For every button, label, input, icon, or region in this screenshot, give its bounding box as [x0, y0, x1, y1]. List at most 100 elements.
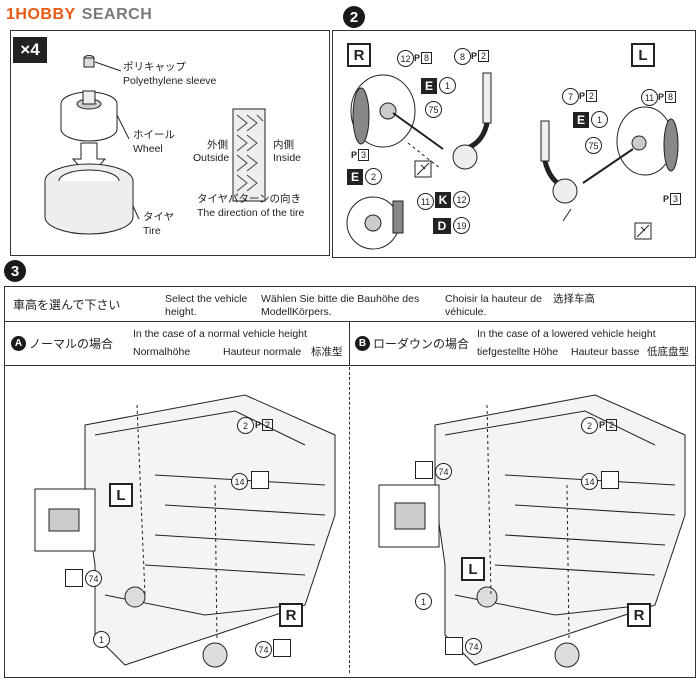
step-3-header	[5, 287, 695, 322]
sprue-letter: K	[435, 191, 451, 208]
inside-label-en: Inside	[273, 152, 302, 164]
wheel-label-jp: ホイール	[133, 129, 175, 141]
ph-number: 3	[358, 149, 370, 161]
lowered-zh: 低底盘型	[647, 346, 689, 358]
normal-title-jp: ノーマルの場合	[29, 337, 114, 351]
lowered-right-label: R	[627, 603, 651, 627]
normal-glue-icon-3	[273, 639, 291, 657]
step-3-number: 3	[4, 260, 26, 282]
header-de: Wählen Sie bitte die Bauhöhe des ModellK…	[261, 293, 420, 318]
ph-letter: P	[579, 91, 586, 101]
lowered-badge: B	[355, 336, 370, 351]
ph-number: 2	[262, 419, 274, 431]
ph-number: 2	[586, 90, 598, 102]
hobbysearch-logo: 1HOBBY SEARCH	[6, 4, 152, 26]
subheader-divider	[349, 321, 350, 365]
lowered-part-2-callout: 2	[581, 417, 598, 434]
part-11-callout-left: 11	[641, 89, 658, 106]
cap-label-jp: ポリキャップ	[123, 61, 186, 73]
lowered-left-label: L	[461, 557, 485, 581]
step-2-number: 2	[343, 6, 365, 28]
inside-label-jp: 内側	[273, 139, 294, 151]
wheel-assembly-diagram	[44, 55, 266, 235]
direction-label-jp: タイヤパターンの向き	[197, 193, 301, 205]
lowered-glue-icon-3	[445, 637, 463, 655]
sprue-letter: D	[433, 217, 451, 234]
lowered-height-title: B ローダウンの場合	[355, 335, 469, 352]
ph-letter: P	[255, 420, 262, 430]
ph-letter: P	[663, 194, 670, 204]
lowered-glue-icon-2	[601, 471, 619, 489]
header-jp: 車高を選んで下さい	[13, 298, 121, 312]
sprue-part: 19	[453, 217, 470, 234]
ph-number: 2	[478, 50, 490, 62]
normal-right-label: R	[279, 603, 303, 627]
normal-part-2-callout: 2	[237, 417, 254, 434]
left-side-label: L	[631, 43, 655, 67]
ph-letter: P	[471, 51, 478, 61]
ph-number: 2	[606, 419, 618, 431]
cap-label-en: Polyethylene sleeve	[123, 75, 217, 87]
lowered-part-1-callout: 1	[415, 593, 432, 610]
lowered-part-74-callout-b: 74	[465, 638, 482, 655]
normal-chassis	[34, 394, 336, 668]
wheel-label-en: Wheel	[133, 143, 163, 155]
sprue-part: 1	[439, 77, 456, 94]
ph-number: 8	[421, 52, 433, 64]
sprue-letter: E	[347, 168, 363, 185]
normal-de: Normalhöhe	[133, 346, 191, 358]
part-7-callout: 7	[562, 88, 579, 105]
quantity-badge: ×4	[13, 37, 47, 63]
header-zh: 选择车高	[553, 293, 595, 305]
chassis-diagrams	[34, 394, 686, 668]
sprue-part: 12	[453, 191, 470, 208]
part-11-callout: 11	[417, 193, 434, 210]
normal-left-label: L	[109, 483, 133, 507]
options-divider	[349, 367, 350, 673]
ph-letter: P	[351, 150, 358, 160]
normal-glue-icon-1	[251, 471, 269, 489]
lowered-part-14-callout: 14	[581, 473, 598, 490]
ph-number: 3	[670, 193, 682, 205]
normal-en: In the case of a normal vehicle height	[133, 328, 307, 340]
sprue-letter: E	[573, 111, 589, 128]
normal-part-1-callout: 1	[93, 631, 110, 648]
ph-number: 8	[665, 91, 677, 103]
step-1-panel: ×4 ポリキャップ Polyethylene sleeve ホイール Wheel…	[10, 30, 330, 256]
tire-label-en: Tire	[143, 225, 161, 237]
normal-badge: A	[11, 336, 26, 351]
ph-letter: P	[599, 420, 606, 430]
step-3-panel: 車高を選んで下さい Select the vehicle height. Wäh…	[4, 286, 696, 678]
logo-hobby: 1HOBBY	[6, 6, 76, 23]
normal-height-title: A ノーマルの場合	[11, 335, 113, 352]
normal-part-74-callout-a: 74	[85, 570, 102, 587]
sprue-letter: E	[421, 77, 437, 94]
lowered-de: tiefgestellte Höhe	[477, 346, 559, 358]
lowered-part-74-callout-a: 74	[435, 463, 452, 480]
direction-label-en: The direction of the tire	[197, 207, 305, 219]
outside-label-en: Outside	[193, 152, 230, 164]
tire-label-jp: タイヤ	[143, 211, 175, 223]
ph-letter: P	[414, 53, 421, 63]
normal-zh: 标准型	[311, 346, 343, 358]
lowered-en: In the case of a lowered vehicle height	[477, 328, 656, 340]
part-75-callout-left: 75	[585, 137, 602, 154]
sprue-part: 2	[365, 168, 382, 185]
logo-search: SEARCH	[81, 6, 153, 23]
brake-assembly-diagram	[346, 72, 679, 250]
lowered-chassis	[378, 394, 686, 668]
